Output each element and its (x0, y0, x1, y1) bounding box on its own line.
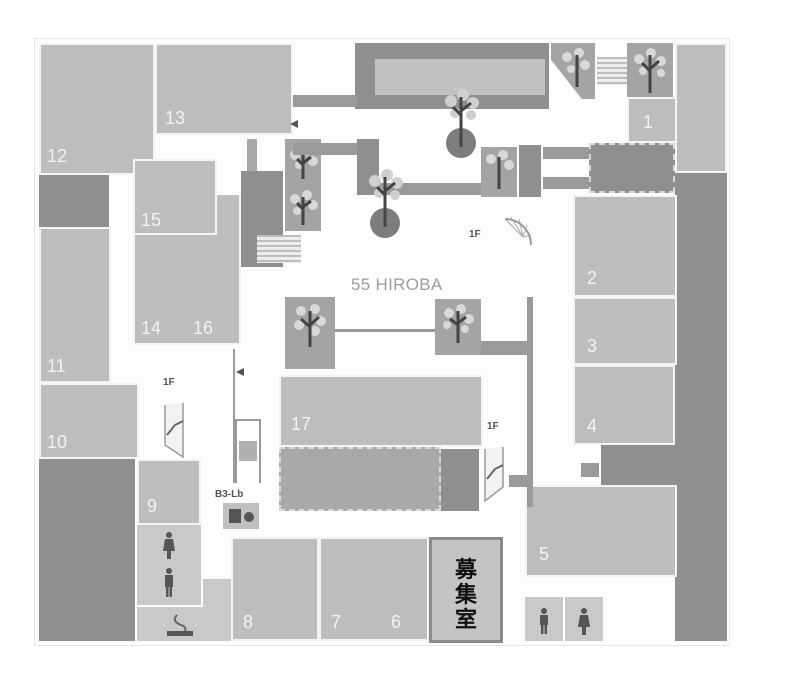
wall-strip (543, 177, 589, 189)
shop-number: 17 (291, 414, 312, 434)
small-block (581, 463, 599, 477)
shop-7-6[interactable]: 7 6 (319, 537, 429, 641)
shop-number: 15 (141, 210, 162, 230)
shop-8[interactable]: 8 (231, 537, 319, 641)
shop-3[interactable]: 3 (573, 297, 677, 365)
wall-strip (481, 341, 527, 355)
tree-planter (435, 299, 481, 355)
shop-number: 6 (391, 612, 402, 632)
recruitment-room[interactable]: 募 集 室 (429, 537, 503, 643)
tree-icon (294, 304, 326, 347)
label-char: 集 (454, 583, 477, 608)
shop-2[interactable]: 2 (573, 195, 677, 297)
shop-number: 9 (147, 496, 158, 516)
shop-number: 8 (243, 612, 254, 632)
tree-icon (486, 150, 514, 189)
escalator-label: 1F (487, 421, 499, 432)
shop-9[interactable]: 9 (137, 459, 201, 525)
restroom-area[interactable] (137, 525, 201, 605)
shop-12[interactable]: 12 (39, 43, 155, 175)
shop-number: 16 (193, 318, 214, 338)
elevator-label: B3-Lb (215, 489, 244, 500)
round-tree-planter (365, 167, 405, 239)
restroom-icon (578, 608, 590, 635)
dark-block (675, 173, 727, 641)
shop-number: 5 (539, 544, 550, 564)
plaza-label: 55 HIROBA (351, 275, 443, 294)
shop-number: 3 (587, 336, 598, 356)
smoking-area-icon (167, 614, 193, 636)
block (203, 579, 231, 607)
restroom-men[interactable] (525, 597, 563, 641)
spiral-stairs-label: 1F (469, 229, 481, 240)
shop-number: 4 (587, 416, 598, 436)
tree-planter (285, 297, 335, 369)
stairs (597, 57, 627, 85)
shop-1-tall (675, 43, 727, 173)
block-below-17 (279, 447, 441, 511)
recruitment-room-label: 募 集 室 (432, 558, 500, 633)
dark-block (441, 449, 479, 511)
spiral-staircase-icon[interactable] (501, 215, 535, 251)
block (589, 143, 675, 193)
wall-strip (527, 297, 533, 507)
round-tree-planter (441, 87, 481, 159)
escalator-icon[interactable] (481, 443, 507, 503)
smoking-area[interactable] (137, 607, 231, 641)
dark-block (601, 445, 677, 487)
entrance-arrow-icon (290, 120, 298, 128)
shop-number: 14 (141, 318, 162, 338)
restroom-women[interactable] (565, 597, 603, 641)
shop-13[interactable]: 13 (155, 43, 293, 135)
shop-15-inner: 15 (133, 159, 217, 235)
shop-number: 13 (165, 108, 186, 128)
shop-5[interactable]: 5 (525, 485, 677, 577)
tree-icon (445, 89, 479, 158)
wall-block (519, 145, 541, 197)
shop-number: 2 (587, 268, 598, 288)
label-char: 募 (454, 558, 477, 583)
shop-10[interactable]: 10 (39, 383, 139, 459)
shop-number: 7 (331, 612, 342, 632)
shop-number: 1 (643, 112, 654, 132)
shop-4[interactable]: 4 (573, 365, 675, 445)
entrance-arrow-icon (236, 368, 244, 376)
restroom-icon (163, 532, 175, 597)
tree-icon (443, 304, 474, 343)
floor-map: 12 13 11 10 15 14 16 15 (34, 38, 730, 646)
central-structure-inner (375, 59, 545, 95)
wall-strip (543, 147, 589, 159)
wall-strip (293, 95, 357, 107)
escalator-icon[interactable] (161, 399, 187, 459)
label-char: 室 (454, 608, 477, 633)
wall-line (233, 349, 235, 483)
pillar (247, 139, 257, 171)
shop-17[interactable]: 17 (279, 375, 483, 447)
wall-strip (379, 183, 489, 195)
tree-icon (634, 48, 666, 93)
shop-11[interactable]: 11 (39, 227, 111, 383)
dark-block (39, 459, 135, 641)
tree-planter (551, 43, 595, 99)
escalator-label: 1F (163, 377, 175, 388)
restroom-icon (540, 608, 548, 634)
wall-strip (293, 143, 357, 155)
elevator-shaft (235, 419, 261, 483)
shop-number: 11 (47, 356, 66, 376)
shop-1[interactable]: 1 (627, 97, 677, 143)
tree-planter (481, 147, 517, 197)
shop-number: 10 (47, 432, 68, 452)
elevator-icon[interactable] (223, 503, 259, 529)
stairs (257, 235, 301, 263)
shop-number: 12 (47, 146, 68, 166)
tree-planter (627, 43, 673, 99)
tree-icon (369, 169, 403, 238)
small-block (509, 475, 527, 487)
tree-icon (562, 48, 590, 87)
wall-strip (335, 329, 435, 332)
dark-block (39, 175, 109, 227)
